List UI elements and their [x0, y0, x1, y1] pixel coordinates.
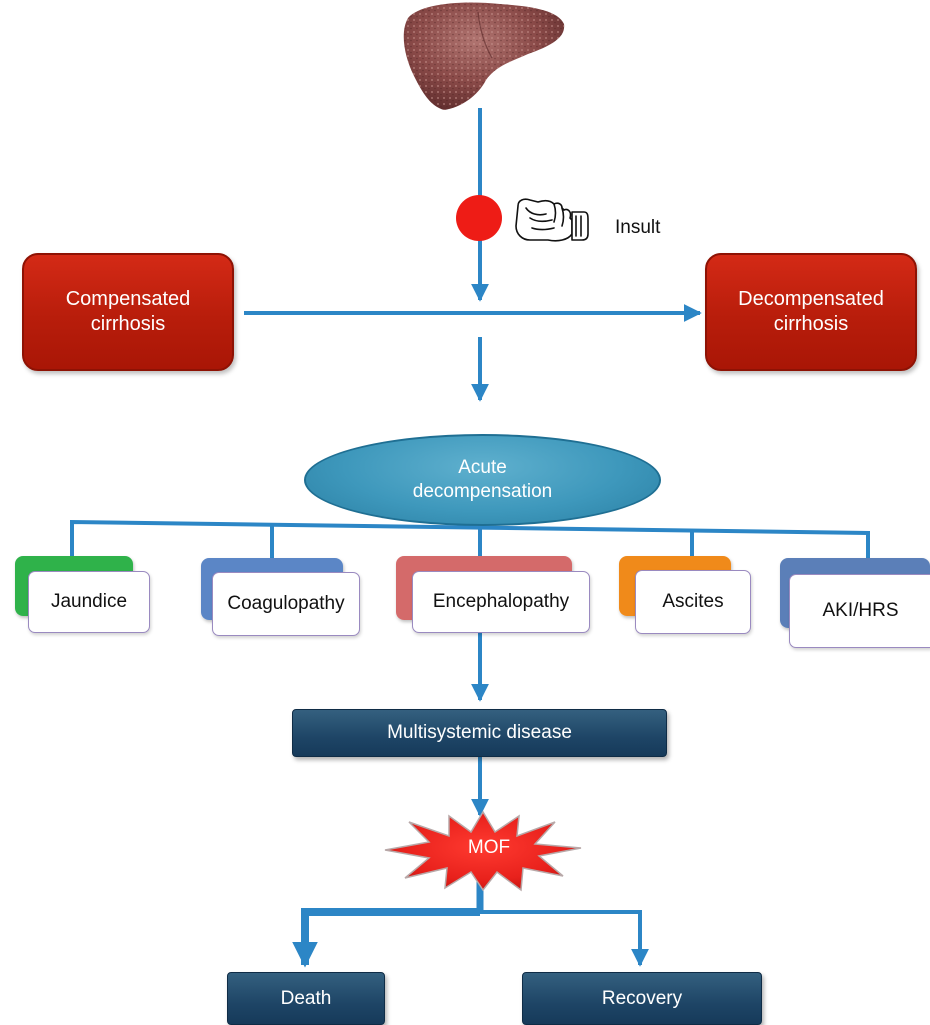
- mof-label: MOF: [467, 837, 511, 858]
- death-label: Death: [280, 987, 332, 1009]
- compensated-cirrhosis-box: Compensated cirrhosis: [22, 253, 234, 371]
- arrow-to-recovery: [480, 910, 649, 967]
- recovery-box: Recovery: [522, 972, 762, 1025]
- aki-hrs-label: AKI/HRS: [822, 600, 899, 621]
- coagulopathy-card: Coagulopathy: [212, 572, 360, 636]
- insult-dot: [456, 195, 502, 241]
- recovery-label: Recovery: [601, 987, 683, 1009]
- fist-icon: [515, 198, 589, 242]
- compensated-cirrhosis-label: Compensated cirrhosis: [65, 288, 191, 335]
- encephalopathy-card: Encephalopathy: [412, 571, 590, 633]
- liver-icon: [403, 2, 565, 111]
- mof-burst: [384, 810, 582, 892]
- encephalopathy-label: Encephalopathy: [432, 591, 570, 612]
- ascites-label: Ascites: [662, 591, 724, 612]
- multisystemic-disease-label: Multisystemic disease: [387, 722, 572, 743]
- decompensated-cirrhosis-label: Decompensated cirrhosis: [738, 288, 884, 335]
- coagulopathy-label: Coagulopathy: [227, 593, 345, 614]
- ascites-card: Ascites: [635, 570, 751, 634]
- arrow-to-death: [292, 908, 480, 968]
- acute-decompensation-label: Acute decompensation: [412, 457, 553, 502]
- jaundice-card: Jaundice: [28, 571, 150, 633]
- acute-decompensation-node: Acute decompensation: [304, 434, 661, 526]
- decompensated-cirrhosis-box: Decompensated cirrhosis: [705, 253, 917, 371]
- multisystemic-disease-box: Multisystemic disease: [292, 709, 667, 757]
- jaundice-label: Jaundice: [50, 591, 128, 612]
- death-box: Death: [227, 972, 385, 1025]
- insult-label: Insult: [615, 217, 661, 238]
- aki-hrs-card: AKI/HRS: [789, 574, 930, 648]
- branch-bar: [70, 519, 870, 580]
